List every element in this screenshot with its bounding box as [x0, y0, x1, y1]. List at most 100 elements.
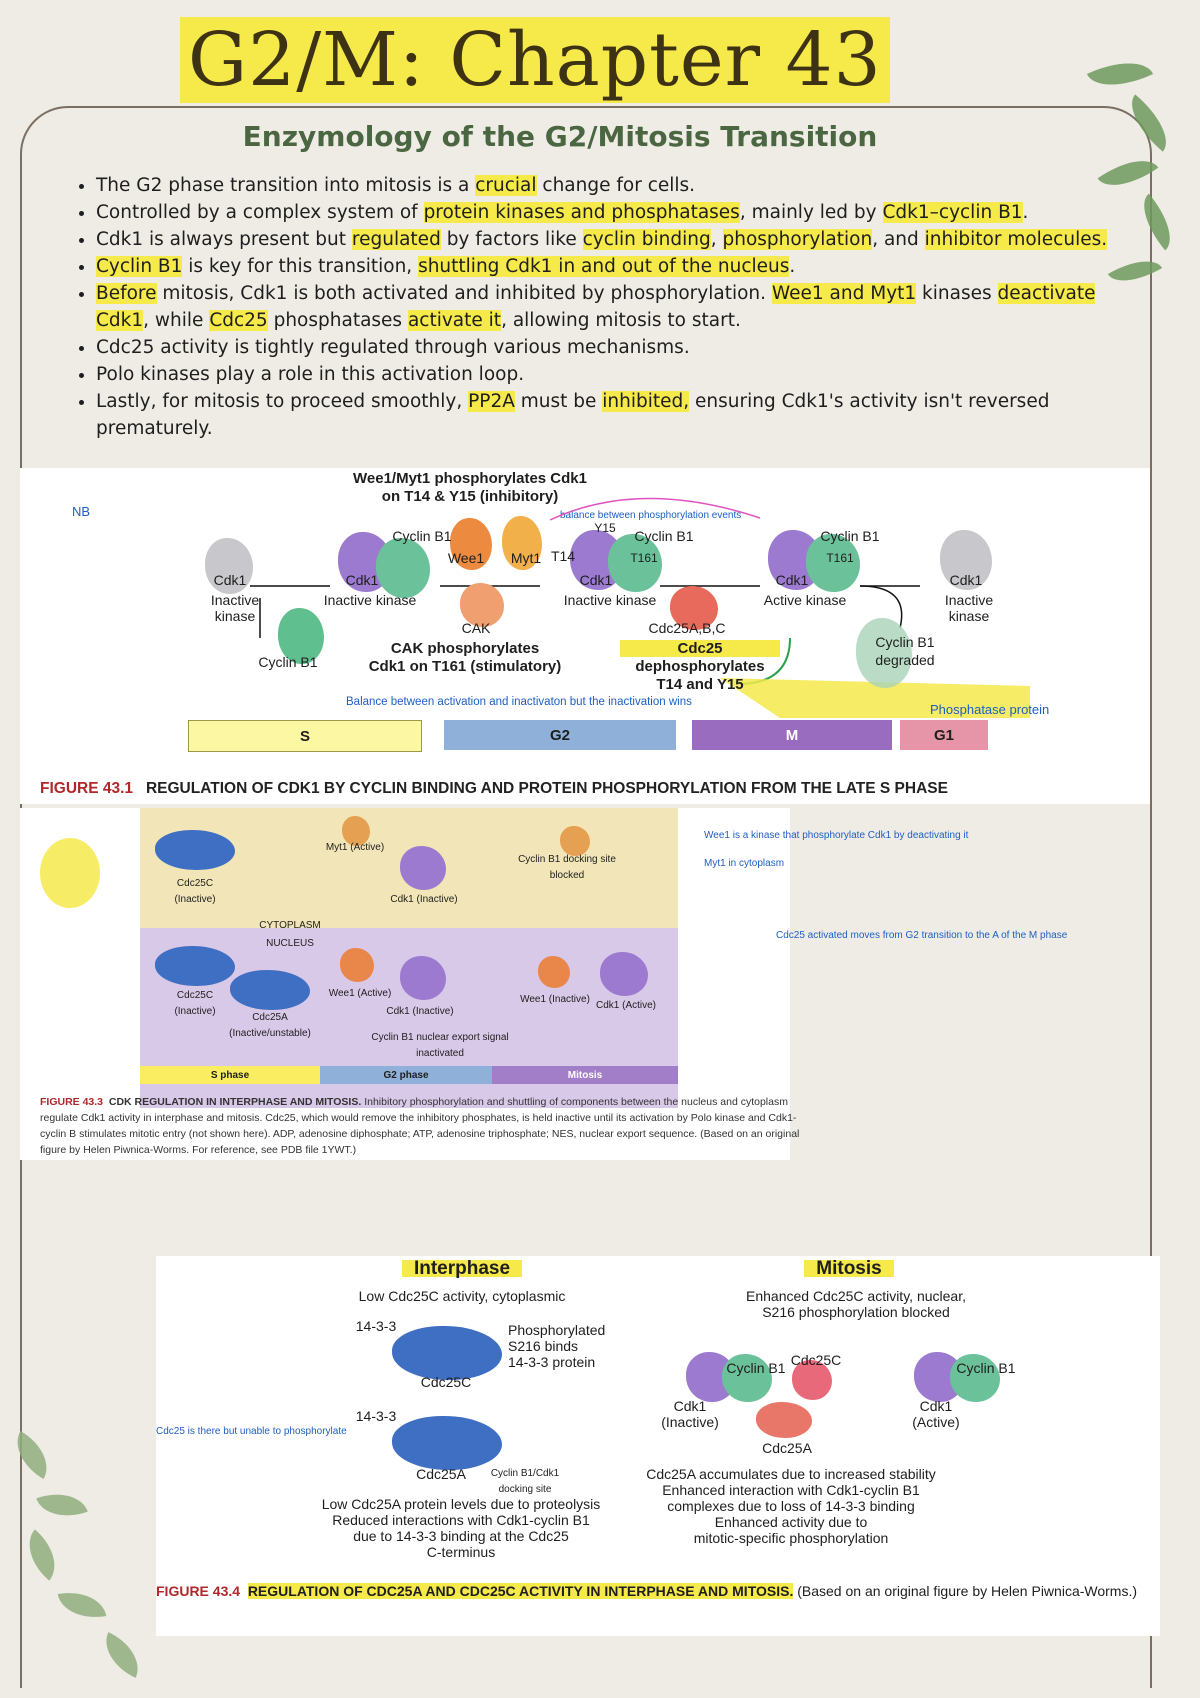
highlighted-text: shuttling Cdk1 in and out of the nucleus [418, 256, 790, 277]
bullet-item: Lastly, for mitosis to proceed smoothly,… [96, 388, 1136, 442]
label-wee1-inactive: Wee1 (Inactive) [520, 994, 590, 1005]
mit-sub-2: S216 phosphorylation blocked [762, 1304, 950, 1320]
highlighted-text: phosphorylation [722, 229, 873, 250]
note-cdc25-activated: Cdc25 activated moves from G2 transition… [776, 930, 1068, 941]
label-cdk1-inactive: Cdk1 (Inactive) [390, 894, 458, 905]
highlighted-text: inhibitor molecules. [924, 229, 1108, 250]
label-wee1-active: Wee1 (Active) [328, 988, 392, 999]
cdc25c-protein [792, 1360, 832, 1400]
label-cdk1: Cdk1 [345, 572, 379, 588]
label-cdk1-inactive: Cdk1 (Inactive) [661, 1398, 719, 1430]
wee1-protein [450, 518, 492, 570]
label-y15: Y15 [594, 521, 616, 535]
label-phos-1: Phosphorylated [508, 1322, 606, 1338]
cdc25-text-1: Cdc25 [620, 640, 780, 657]
cyclin-b1-protein [278, 608, 324, 664]
phase-g2: G2 [444, 720, 676, 750]
label-nucleus: NUCLEUS [266, 938, 314, 949]
figure-43-4-caption: FIGURE 43.4 REGULATION OF CDC25A AND CDC… [156, 1583, 1138, 1599]
bullet-text: , allowing mitosis to start. [501, 310, 741, 331]
label-cdc25a-unstable: Cdc25A (Inactive/unstable) [229, 1012, 311, 1039]
note-balance-phosphorylation: balance between phosphorylation events [560, 510, 742, 521]
label-cdc25c-inactive: Cdc25C (Inactive) [174, 990, 216, 1017]
cyclin-b1-protein [806, 534, 860, 592]
bullet-text: must be [514, 391, 603, 412]
page-subtitle: Enzymology of the G2/Mitosis Transition [242, 120, 878, 153]
cyclin-b1-protein [376, 538, 430, 598]
label-cdk1: Cdk1 [949, 572, 983, 588]
note-nb: NB [72, 504, 91, 519]
cyclin-b1-protein [722, 1354, 772, 1402]
cdc25a-protein [756, 1402, 812, 1438]
bullet-text: Cdk1 is always present but [96, 229, 352, 250]
label-wee1: Wee1 [447, 550, 485, 566]
cak-protein [460, 583, 504, 627]
bullet-text: ensuring Cdk1's activity isn't reversed … [96, 391, 1050, 439]
label-t14: T14 [550, 548, 576, 564]
label-1433: 14-3-3 [355, 1318, 397, 1334]
cyclin-b1-protein [950, 1354, 1000, 1402]
label-cdc25c-inactive: Cdc25C (Inactive) [174, 878, 216, 905]
label-cdc25a: Cdc25A [416, 1466, 466, 1482]
cyclin-b1-protein [608, 534, 662, 592]
mit-sub-1: Enhanced Cdc25C activity, nuclear, [746, 1288, 966, 1304]
14-3-3-protein [392, 1326, 502, 1380]
label-cdk1-active: Cdk1 (Active) [595, 1000, 656, 1011]
bullet-item: Controlled by a complex system of protei… [96, 199, 1136, 226]
cdk1-inactive-protein [940, 530, 992, 590]
cdc25-text-2: dephosphorylates [635, 658, 765, 675]
note-wee1: Wee1 is a kinase that phosphorylate Cdk1… [704, 830, 969, 841]
bullet-text: by factors like [440, 229, 583, 250]
inter-sub: Low Cdc25C activity, cytoplasmic [358, 1288, 566, 1304]
cyclin-b1-degraded-protein [856, 618, 912, 688]
inter-bottom-1: Low Cdc25A protein levels due to proteol… [321, 1496, 601, 1512]
highlighted-text: PP2A [468, 391, 515, 412]
bullet-text: phosphatases [267, 310, 408, 331]
label-1433: 14-3-3 [355, 1408, 397, 1424]
label-myt1-active: Myt1 (Active) [325, 842, 385, 853]
highlighted-text: Before [96, 283, 157, 304]
label-cyclin-b1: Cyclin B1 [392, 528, 452, 544]
cdk1-inactive-protein [205, 538, 253, 594]
myt1-protein [342, 816, 370, 846]
bullet-list: The G2 phase transition into mitosis is … [68, 172, 1136, 442]
label-nes-inactivated: Cyclin B1 nuclear export signal inactiva… [371, 1032, 509, 1059]
label-cyclin-b1: Cyclin B1 [258, 654, 318, 670]
mit-bottom-5: mitotic-specific phosphorylation [693, 1530, 889, 1546]
label-cyclin-b1: Cyclin B1 [956, 1360, 1016, 1376]
inter-bottom-3: due to 14-3-3 binding at the Cdc25 [353, 1528, 569, 1544]
bullet-text: Controlled by a complex system of [96, 202, 424, 223]
highlighted-text: Cdk1–cyclin B1 [882, 202, 1023, 223]
label-myt1: Myt1 [510, 550, 542, 566]
head-interphase: Interphase [402, 1259, 522, 1278]
bullet-text: is key for this transition, [182, 256, 419, 277]
mit-bottom-1: Cdc25A accumulates due to increased stab… [646, 1466, 936, 1482]
label-cyclin-b1: Cyclin B1 [820, 528, 880, 544]
cdk1-protein [400, 956, 446, 1000]
label-inactive-kinase: Inactive kinase [944, 592, 994, 624]
highlighted-text: protein kinases and phosphatases [423, 202, 740, 223]
cak-text-2: Cdk1 on T161 (stimulatory) [368, 658, 562, 675]
label-cytoplasm: CYTOPLASM [259, 920, 321, 931]
cyclin-degraded-1: Cyclin B1 [875, 634, 935, 650]
bullet-text: . [789, 256, 796, 277]
label-cdk1: Cdk1 [775, 572, 809, 588]
highlighted-text: crucial [475, 175, 537, 196]
bullet-item: Cdc25 activity is tightly regulated thro… [96, 334, 1136, 361]
highlighted-text: Cyclin B1 [96, 256, 183, 277]
myt1-protein [502, 516, 542, 570]
inter-bottom-4: C-terminus [426, 1544, 496, 1560]
label-cyclin-b1: Cyclin B1 [726, 1360, 786, 1376]
highlighted-text: activate it [407, 310, 502, 331]
wee1-protein [340, 948, 374, 982]
label-cdk1-active: Cdk1 (Active) [912, 1398, 960, 1430]
cdk1-protein [400, 846, 446, 890]
bullet-text: , while [143, 310, 210, 331]
page-title: G2/M: Chapter 43 [180, 17, 890, 103]
14-3-3-protein [392, 1416, 502, 1470]
label-docking-blocked: Cyclin B1 docking site blocked [518, 854, 616, 881]
label-cak: CAK [461, 620, 491, 636]
label-inactive-kinase: Inactive kinase [210, 592, 260, 624]
phase-s: S phase [140, 1066, 320, 1084]
fig1-top-title-2: on T14 & Y15 (inhibitory) [381, 488, 559, 505]
